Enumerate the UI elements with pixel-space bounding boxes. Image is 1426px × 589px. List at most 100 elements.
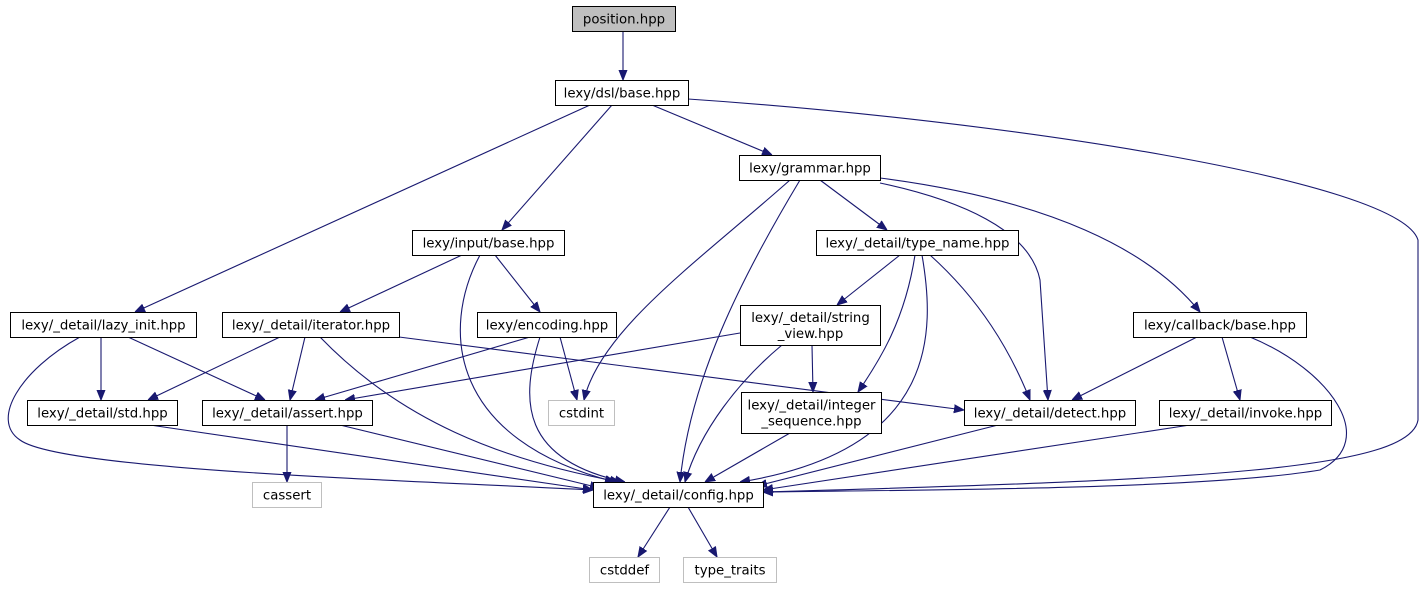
node-label: lexy/_detail/assert.hpp [212, 407, 363, 422]
node-box [548, 400, 615, 426]
node-label: lexy/dsl/base.hpp [564, 87, 681, 102]
node-label: lexy/_detail/config.hpp [603, 489, 754, 504]
node-type-name[interactable]: lexy/_detail/type_name.hpp [816, 230, 1019, 256]
node-box [683, 557, 777, 583]
edge-detect-to-config [757, 424, 999, 486]
node-invoke[interactable]: lexy/_detail/invoke.hpp [1159, 400, 1332, 426]
edge-assert-to-config [339, 424, 600, 488]
edge-integer-sequence-to-config [705, 432, 791, 482]
node-box [555, 80, 689, 106]
node-integer-sequence[interactable]: lexy/_detail/integer_sequence.hpp [741, 392, 882, 434]
edge-input-base-to-encoding [494, 254, 540, 312]
node-label: position.hpp [583, 13, 665, 28]
node-label: lexy/encoding.hpp [486, 319, 608, 334]
edge-string-view-to-assert [345, 332, 741, 400]
edge-grammar-to-config [680, 179, 801, 482]
node-cstddef: cstddef [589, 557, 660, 583]
node-input-base[interactable]: lexy/input/base.hpp [412, 230, 565, 256]
node-assert[interactable]: lexy/_detail/assert.hpp [202, 400, 373, 426]
node-label: lexy/_detail/integer [748, 399, 876, 414]
node-box [740, 305, 881, 346]
node-position[interactable]: position.hpp [572, 6, 676, 32]
node-label: cassert [263, 489, 311, 504]
edge-encoding-to-cstdint [559, 336, 577, 400]
node-label: lexy/_detail/type_name.hpp [826, 237, 1010, 252]
node-box [589, 557, 660, 583]
node-box [222, 312, 400, 338]
edge-type-name-to-config [740, 254, 928, 482]
edge-string-view-to-config [685, 344, 783, 482]
edge-type-name-to-detect [929, 254, 1031, 400]
node-label: lexy/_detail/lazy_init.hpp [21, 319, 185, 334]
edge-encoding-to-assert [315, 336, 531, 400]
node-label: lexy/_detail/string [751, 311, 870, 326]
node-box [10, 312, 197, 338]
node-box [816, 230, 1019, 256]
node-config[interactable]: lexy/_detail/config.hpp [593, 482, 764, 508]
node-iterator[interactable]: lexy/_detail/iterator.hpp [222, 312, 400, 338]
node-box [202, 400, 373, 426]
node-label: cstddef [600, 564, 650, 579]
edge-encoding-to-config [529, 336, 625, 482]
edge-iterator-to-assert [290, 336, 306, 400]
node-box [572, 6, 676, 32]
node-box [741, 392, 882, 434]
node-callback-base[interactable]: lexy/callback/base.hpp [1133, 312, 1307, 338]
edge-dsl-base-to-grammar [651, 104, 772, 155]
edge-dsl-base-to-config [687, 98, 1419, 492]
node-label: _sequence.hpp [760, 415, 861, 430]
node-dsl-base[interactable]: lexy/dsl/base.hpp [555, 80, 689, 106]
edge-input-base-to-config [459, 254, 615, 482]
node-label: lexy/_detail/std.hpp [37, 407, 167, 422]
edge-config-to-cstddef [638, 506, 671, 557]
edge-grammar-to-detect [879, 182, 1048, 400]
node-box [27, 400, 178, 426]
edge-dsl-base-to-lazy-init [135, 104, 591, 312]
node-cstdint: cstdint [548, 400, 615, 426]
edge-iterator-to-std [148, 336, 281, 400]
node-detect[interactable]: lexy/_detail/detect.hpp [964, 400, 1136, 426]
node-box [593, 482, 764, 508]
node-label: _view.hpp [777, 327, 844, 342]
edge-callback-base-to-detect [1072, 336, 1198, 400]
edge-callback-base-to-invoke [1221, 336, 1240, 400]
node-std[interactable]: lexy/_detail/std.hpp [27, 400, 178, 426]
edge-config-to-type-traits [687, 506, 717, 557]
edge-std-to-config [149, 424, 593, 490]
node-box [1133, 312, 1307, 338]
node-label: lexy/_detail/detect.hpp [974, 407, 1126, 422]
node-box [252, 482, 322, 508]
node-label: type_traits [694, 564, 765, 579]
node-label: lexy/callback/base.hpp [1144, 319, 1296, 334]
edge-invoke-to-config [763, 424, 1191, 490]
node-box [477, 312, 617, 338]
node-type-traits: type_traits [683, 557, 777, 583]
edge-string-view-to-integer-sequence [812, 344, 813, 392]
node-label: lexy/_detail/iterator.hpp [232, 319, 390, 334]
node-label: lexy/input/base.hpp [423, 237, 555, 252]
node-label: lexy/grammar.hpp [749, 162, 871, 177]
node-cassert: cassert [252, 482, 322, 508]
node-lazy-init[interactable]: lexy/_detail/lazy_init.hpp [10, 312, 197, 338]
node-encoding[interactable]: lexy/encoding.hpp [477, 312, 617, 338]
edge-lazy-init-to-assert [127, 336, 265, 400]
edge-type-name-to-string-view [837, 254, 901, 305]
node-label: cstdint [559, 407, 604, 422]
node-box [964, 400, 1136, 426]
node-grammar[interactable]: lexy/grammar.hpp [739, 155, 881, 181]
edge-input-base-to-iterator [340, 254, 463, 312]
node-string-view[interactable]: lexy/_detail/string_view.hpp [740, 305, 881, 346]
edge-lazy-init-to-config [7, 336, 593, 490]
edge-type-name-to-integer-sequence [858, 254, 916, 392]
node-box [412, 230, 565, 256]
node-box [1159, 400, 1332, 426]
edge-grammar-to-callback-base [879, 177, 1200, 312]
node-box [739, 155, 881, 181]
edge-grammar-to-type-name [819, 179, 887, 230]
node-label: lexy/_detail/invoke.hpp [1169, 407, 1322, 422]
edge-callback-base-to-config [763, 336, 1348, 492]
edge-iterator-to-config [319, 336, 620, 482]
edge-dsl-base-to-input-base [502, 104, 613, 230]
edge-grammar-to-cstdint [584, 179, 791, 400]
